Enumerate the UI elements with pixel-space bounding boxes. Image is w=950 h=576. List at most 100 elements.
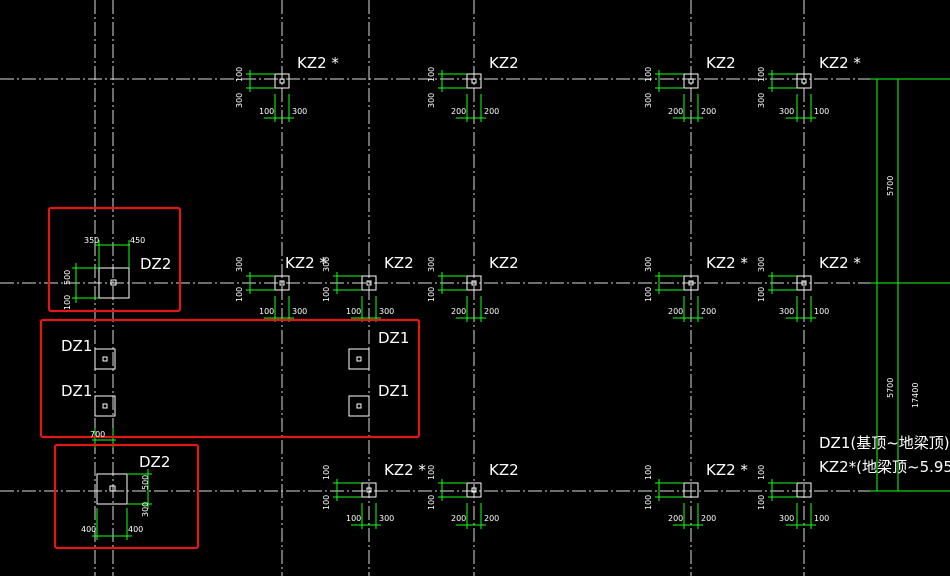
dim-text: 100 (427, 495, 436, 510)
dim-text: 100 (757, 465, 766, 480)
column-dz1-b[interactable] (94, 395, 116, 417)
column-kz2-m4[interactable] (683, 275, 699, 291)
column-kz2-b4[interactable] (796, 482, 812, 498)
column-kz2-t1[interactable] (274, 73, 290, 89)
dim-kz2-b4 (768, 479, 816, 529)
dim-text: 300 (141, 502, 150, 517)
dim-text: 100 (346, 514, 361, 523)
column-core (102, 403, 108, 409)
dim-text: 100 (259, 307, 274, 316)
column-core (356, 403, 362, 409)
dim-text: 300 (779, 107, 794, 116)
column-kz2-m1[interactable] (274, 275, 290, 291)
dim-text: 200 (701, 107, 716, 116)
column-kz2-b2[interactable] (466, 482, 482, 498)
dim-text: 200 (668, 107, 683, 116)
dim-text: 100 (322, 287, 331, 302)
column-dz1-a[interactable] (94, 348, 116, 370)
note-line-1: DZ1(基顶~地梁顶) (819, 434, 950, 452)
label-kz2-m4: KZ2 * (706, 254, 748, 272)
column-core (471, 280, 477, 286)
dim-text: 100 (757, 67, 766, 82)
dim-text: 100 (427, 287, 436, 302)
dimension-lines (72, 70, 950, 540)
label-kz2-m1: KZ2 * (285, 254, 327, 272)
dim-kz2-t4 (768, 70, 816, 122)
dim-text: 100 (814, 107, 829, 116)
column-core (366, 487, 372, 493)
column-kz2-t2[interactable] (466, 73, 482, 89)
dim-text: 300 (644, 257, 653, 272)
highlight-dz2-top[interactable] (47, 206, 182, 313)
highlight-dz1-group[interactable] (39, 318, 421, 439)
dim-text: 100 (235, 287, 244, 302)
label-dz2-m0: DZ2 (140, 255, 171, 273)
dim-text: 300 (322, 257, 331, 272)
label-kz2-m3: KZ2 (489, 254, 519, 272)
column-kz2-m2[interactable] (361, 275, 377, 291)
label-kz2-t4: KZ2 * (819, 54, 861, 72)
dim-text: 200 (451, 107, 466, 116)
column-dz1-d[interactable] (348, 395, 370, 417)
note-line-2: KZ2*(地梁顶~5.950m) (819, 458, 950, 476)
dim-text: 400 (81, 525, 96, 534)
column-dz2-b0[interactable] (96, 473, 128, 505)
dim-kz2-m2 (333, 272, 381, 322)
dim-text: 100 (346, 307, 361, 316)
label-dz2-b0: DZ2 (139, 453, 170, 471)
dim-text: 100 (322, 495, 331, 510)
dim-text: 400 (128, 525, 143, 534)
column-dz2-m0[interactable] (98, 267, 130, 299)
column-dz1-c[interactable] (348, 348, 370, 370)
dim-text: 450 (130, 236, 145, 245)
dim-text: 300 (644, 93, 653, 108)
column-core (279, 280, 285, 286)
dim-text: 200 (484, 107, 499, 116)
dim-text: 100 (644, 287, 653, 302)
column-core (366, 280, 372, 286)
dim-text: 100 (259, 107, 274, 116)
column-core (279, 78, 285, 84)
dim-kz2-b1 (333, 479, 381, 529)
highlight-dz2-bottom[interactable] (53, 443, 200, 550)
column-kz2-b3[interactable] (683, 482, 699, 498)
dim-text: 100 (63, 295, 72, 310)
dim-text: 300 (235, 257, 244, 272)
column-kz2-t4[interactable] (796, 73, 812, 89)
column-core (471, 487, 477, 493)
columns (94, 73, 812, 505)
dim-kz2-t1 (246, 70, 294, 122)
dim-right-chain (870, 78, 950, 492)
dim-text: 200 (668, 307, 683, 316)
column-labels: KZ2 * KZ2 KZ2 KZ2 * DZ2 KZ2 * KZ2 KZ2 KZ… (61, 54, 861, 479)
dim-kz2-b3 (655, 479, 703, 529)
dim-text: 350 (84, 236, 99, 245)
dim-kz2-m4 (655, 272, 703, 322)
dim-kz2-b2 (438, 479, 486, 529)
column-kz2-m3[interactable] (466, 275, 482, 291)
label-kz2-b1: KZ2 * (384, 461, 426, 479)
label-kz2-m5: KZ2 * (819, 254, 861, 272)
dim-text: 100 (322, 465, 331, 480)
notes: DZ1(基顶~地梁顶) KZ2*(地梁顶~5.950m) (819, 434, 950, 476)
column-core (356, 356, 362, 362)
column-kz2-t3[interactable] (683, 73, 699, 89)
column-core (801, 78, 807, 84)
dim-text-5700-lower: 5700 (886, 378, 895, 398)
label-dz1-a: DZ1 (61, 337, 92, 355)
dim-text: 100 (814, 514, 829, 523)
column-kz2-b1[interactable] (361, 482, 377, 498)
dim-text: 100 (644, 465, 653, 480)
column-core (688, 280, 694, 286)
column-kz2-m5[interactable] (796, 275, 812, 291)
dim-text: 300 (757, 257, 766, 272)
dim-text: 300 (427, 257, 436, 272)
dim-text: 100 (427, 465, 436, 480)
column-core (102, 356, 108, 362)
dim-dz2-b0 (92, 469, 152, 540)
dim-text: 100 (814, 307, 829, 316)
dim-text: 300 (379, 514, 394, 523)
dim-text: 100 (644, 67, 653, 82)
